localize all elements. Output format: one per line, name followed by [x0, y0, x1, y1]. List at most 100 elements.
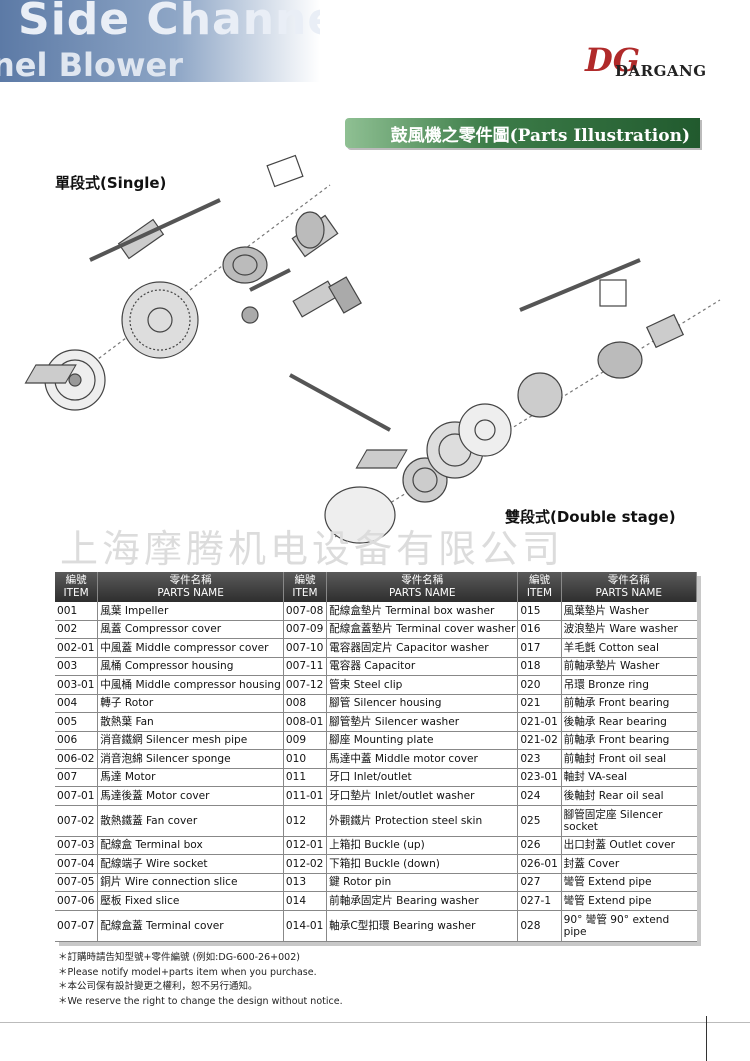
item-code-cell: 007-04	[55, 854, 99, 874]
note-line: ＊Please notify model+parts item when you…	[58, 966, 317, 978]
item-code-cell: 021-02	[517, 731, 562, 750]
part-name-cell: 封蓋 Cover	[561, 854, 697, 874]
company-watermark: 上海摩腾机电设备有限公司	[60, 527, 565, 571]
note-line: ＊We reserve the right to change the desi…	[58, 995, 343, 1007]
part-name-cell: 管束 Steel clip	[326, 675, 519, 695]
item-code-cell: 021-01	[517, 712, 562, 732]
banner-line-1: Side Channel	[18, 0, 320, 45]
part-name-cell: 後軸封 Rear oil seal	[561, 786, 697, 806]
item-code-cell: 005	[55, 712, 99, 732]
item-code-cell: 007-10	[283, 638, 328, 658]
part-name-cell: 消音鐵網 Silencer mesh pipe	[97, 731, 284, 750]
part-name-cell: 90° 彎管 90° extend pipe	[561, 910, 697, 942]
part-name-cell: 腳管 Silencer housing	[326, 694, 519, 713]
item-code-cell: 007-03	[55, 836, 99, 855]
part-name-cell: 軸承C型扣環 Bearing washer	[326, 910, 519, 942]
part-name-cell: 銅片 Wire connection slice	[97, 873, 284, 892]
item-code-cell: 006-02	[55, 749, 99, 769]
item-code-cell: 003-01	[55, 675, 99, 695]
part-name-cell: 壓板 Fixed slice	[97, 891, 284, 911]
double-stage-label: 雙段式(Double stage)	[505, 508, 676, 526]
part-name-cell: 中風桶 Middle compressor housing	[97, 675, 284, 695]
part-name-cell: 消音泡綿 Silencer sponge	[97, 749, 284, 769]
item-code-cell: 016	[517, 620, 562, 639]
part-name-cell: 前軸封 Front oil seal	[561, 749, 697, 769]
part-name-cell: 風蓋 Compressor cover	[97, 620, 284, 639]
part-name-cell: 馬達中蓋 Middle motor cover	[326, 749, 519, 769]
item-code-cell: 011	[283, 768, 328, 787]
item-code-cell: 025	[517, 805, 562, 837]
part-name-cell: 彎管 Extend pipe	[561, 873, 697, 892]
item-code-cell: 009	[283, 731, 328, 750]
part-name-cell: 散熱鐵蓋 Fan cover	[97, 805, 284, 837]
item-code-cell: 006	[55, 731, 99, 750]
item-code-cell: 014	[283, 891, 328, 911]
item-code-cell: 011-01	[283, 786, 328, 806]
logo-name: DARGANG	[615, 62, 707, 80]
part-name-cell: 前軸承 Front bearing	[561, 694, 697, 713]
part-name-cell: 腳座 Mounting plate	[326, 731, 519, 750]
item-code-cell: 007-11	[283, 657, 328, 676]
part-name-cell: 軸封 VA-seal	[561, 768, 697, 787]
item-code-cell: 007-02	[55, 805, 99, 837]
item-code-cell: 027	[517, 873, 562, 892]
item-code-cell: 020	[517, 675, 562, 695]
part-name-cell: 電容器固定片 Capacitor washer	[326, 638, 519, 658]
item-code-cell: 008-01	[283, 712, 328, 732]
note-line: ＊本公司保有設計變更之權利，恕不另行通知。	[58, 981, 258, 992]
footer-divider	[0, 1022, 750, 1023]
item-code-cell: 024	[517, 786, 562, 806]
part-name-cell: 電容器 Capacitor	[326, 657, 519, 676]
part-name-cell: 前軸承墊片 Washer	[561, 657, 697, 676]
part-name-cell: 腳管墊片 Silencer washer	[326, 712, 519, 732]
item-code-cell: 002	[55, 620, 99, 639]
part-name-cell: 散熱葉 Fan	[97, 712, 284, 732]
section-title-bar: 鼓風機之零件圖(Parts Illustration)	[345, 118, 700, 148]
note-line: ＊訂購時請告知型號+零件編號 (例如:DG-600-26+002)	[58, 952, 300, 963]
item-code-cell: 023-01	[517, 768, 562, 787]
item-code-cell: 012	[283, 805, 328, 837]
item-code-cell: 026	[517, 836, 562, 855]
item-code-cell: 008	[283, 694, 328, 713]
part-name-cell: 轉子 Rotor	[97, 694, 284, 713]
item-code-cell: 026-01	[517, 854, 562, 874]
part-name-cell: 配線盒 Terminal box	[97, 836, 284, 855]
item-code-cell: 023	[517, 749, 562, 769]
item-code-cell: 010	[283, 749, 328, 769]
part-name-cell: 風葉 Impeller	[97, 602, 284, 621]
item-code-cell: 007-08	[283, 602, 328, 621]
part-name-cell: 腳管固定座 Silencer socket	[561, 805, 697, 837]
item-code-cell: 007-06	[55, 891, 99, 911]
item-code-cell: 028	[517, 910, 562, 942]
part-name-cell: 上箱扣 Buckle (up)	[326, 836, 519, 855]
footer-vertical-divider	[706, 1016, 707, 1061]
part-name-cell: 鍵 Rotor pin	[326, 873, 519, 892]
single-stage-label: 單段式(Single)	[55, 174, 167, 192]
item-code-cell: 013	[283, 873, 328, 892]
part-name-cell: 配線端子 Wire socket	[97, 854, 284, 874]
banner-line-2: nel Blower	[0, 46, 183, 82]
item-code-cell: 027-1	[517, 891, 562, 911]
item-code-cell: 007	[55, 768, 99, 787]
part-name-cell: 下箱扣 Buckle (down)	[326, 854, 519, 874]
notes: ＊訂購時請告知型號+零件編號 (例如:DG-600-26+002) ＊Pleas…	[58, 951, 343, 1009]
item-code-cell: 018	[517, 657, 562, 676]
company-logo: DG DARGANG	[585, 42, 725, 82]
item-code-cell: 012-01	[283, 836, 328, 855]
item-code-cell: 004	[55, 694, 99, 713]
